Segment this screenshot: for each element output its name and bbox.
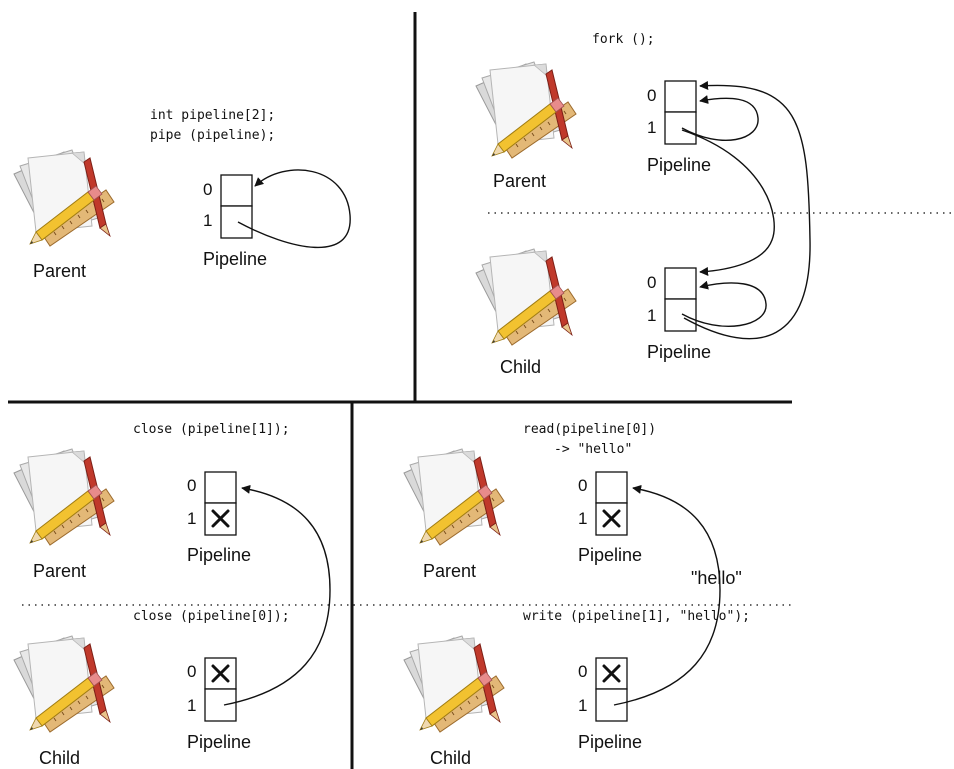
code-pipe-call: pipe (pipeline); xyxy=(150,128,275,143)
pipeline-label: Pipeline xyxy=(203,249,267,269)
index-0: 0 xyxy=(578,476,587,495)
pipe-slot-1 xyxy=(220,205,253,239)
closed-x-icon xyxy=(211,509,230,528)
child-app-icon xyxy=(403,635,505,733)
panel-fork: fork (); Parent 0 1 Pipeline Child 0 1 P… xyxy=(475,32,811,377)
pipe-slot-0 xyxy=(595,471,628,504)
panel-readwrite: read(pipeline[0]) -> "hello" Parent 0 1 … xyxy=(403,422,750,768)
parent-to-child-arrow xyxy=(681,129,775,276)
panel-close: close (pipeline[1]); Parent 0 1 Pipeline… xyxy=(13,422,331,768)
parent-label: Parent xyxy=(423,561,476,581)
index-0: 0 xyxy=(647,86,656,105)
pipeline-label: Pipeline xyxy=(647,342,711,362)
pipe-slot-0 xyxy=(204,471,237,504)
code-write-call: write (pipeline[1], "hello"); xyxy=(523,609,750,624)
pipe-slot-0 xyxy=(664,80,697,113)
child-to-parent-arrow xyxy=(613,484,721,706)
child-app-icon xyxy=(475,248,577,346)
index-0: 0 xyxy=(203,180,212,199)
child-label: Child xyxy=(39,748,80,768)
panel-pipe: int pipeline[2]; pipe (pipeline); Parent… xyxy=(13,108,351,281)
index-1: 1 xyxy=(578,509,587,528)
index-1: 1 xyxy=(647,118,656,137)
code-read-call: read(pipeline[0]) xyxy=(523,422,656,437)
closed-x-icon xyxy=(211,664,230,683)
pipeline-label: Pipeline xyxy=(647,155,711,175)
closed-x-icon xyxy=(602,509,621,528)
parent-app-icon xyxy=(475,61,577,159)
parent-label: Parent xyxy=(33,561,86,581)
parent-loop-arrow xyxy=(681,95,759,141)
parent-app-icon xyxy=(13,149,115,247)
index-0: 0 xyxy=(187,662,196,681)
pipe-slot-1 xyxy=(595,688,628,722)
pipe-slot-0 xyxy=(220,174,253,207)
code-int-pipeline: int pipeline[2]; xyxy=(150,108,275,123)
code-read-result: -> "hello" xyxy=(554,442,632,457)
hello-message: "hello" xyxy=(691,568,742,588)
index-0: 0 xyxy=(647,273,656,292)
parent-label: Parent xyxy=(33,261,86,281)
index-0: 0 xyxy=(187,476,196,495)
child-label: Child xyxy=(500,357,541,377)
pipe-slot-0 xyxy=(664,267,697,300)
parent-app-icon xyxy=(13,448,115,546)
child-to-parent-arrow xyxy=(223,484,331,706)
index-1: 1 xyxy=(578,696,587,715)
index-1: 1 xyxy=(203,211,212,230)
child-to-parent-arrow xyxy=(683,81,811,340)
parent-label: Parent xyxy=(493,171,546,191)
pipeline-label: Pipeline xyxy=(187,732,251,752)
pipe-loop-arrow xyxy=(237,169,351,249)
pipe-slot-1 xyxy=(204,688,237,722)
index-1: 1 xyxy=(187,509,196,528)
pipeline-label: Pipeline xyxy=(187,545,251,565)
pipe-slot-1 xyxy=(664,298,697,332)
closed-x-icon xyxy=(602,664,621,683)
child-loop-arrow xyxy=(681,280,767,327)
pipeline-label: Pipeline xyxy=(578,545,642,565)
parent-app-icon xyxy=(403,448,505,546)
child-app-icon xyxy=(13,635,115,733)
index-1: 1 xyxy=(647,306,656,325)
pipeline-label: Pipeline xyxy=(578,732,642,752)
code-close-read-end: close (pipeline[0]); xyxy=(133,609,290,624)
index-1: 1 xyxy=(187,696,196,715)
code-close-write-end: close (pipeline[1]); xyxy=(133,422,290,437)
pipe-slot-1 xyxy=(664,111,697,145)
child-label: Child xyxy=(430,748,471,768)
code-fork: fork (); xyxy=(592,32,655,47)
index-0: 0 xyxy=(578,662,587,681)
